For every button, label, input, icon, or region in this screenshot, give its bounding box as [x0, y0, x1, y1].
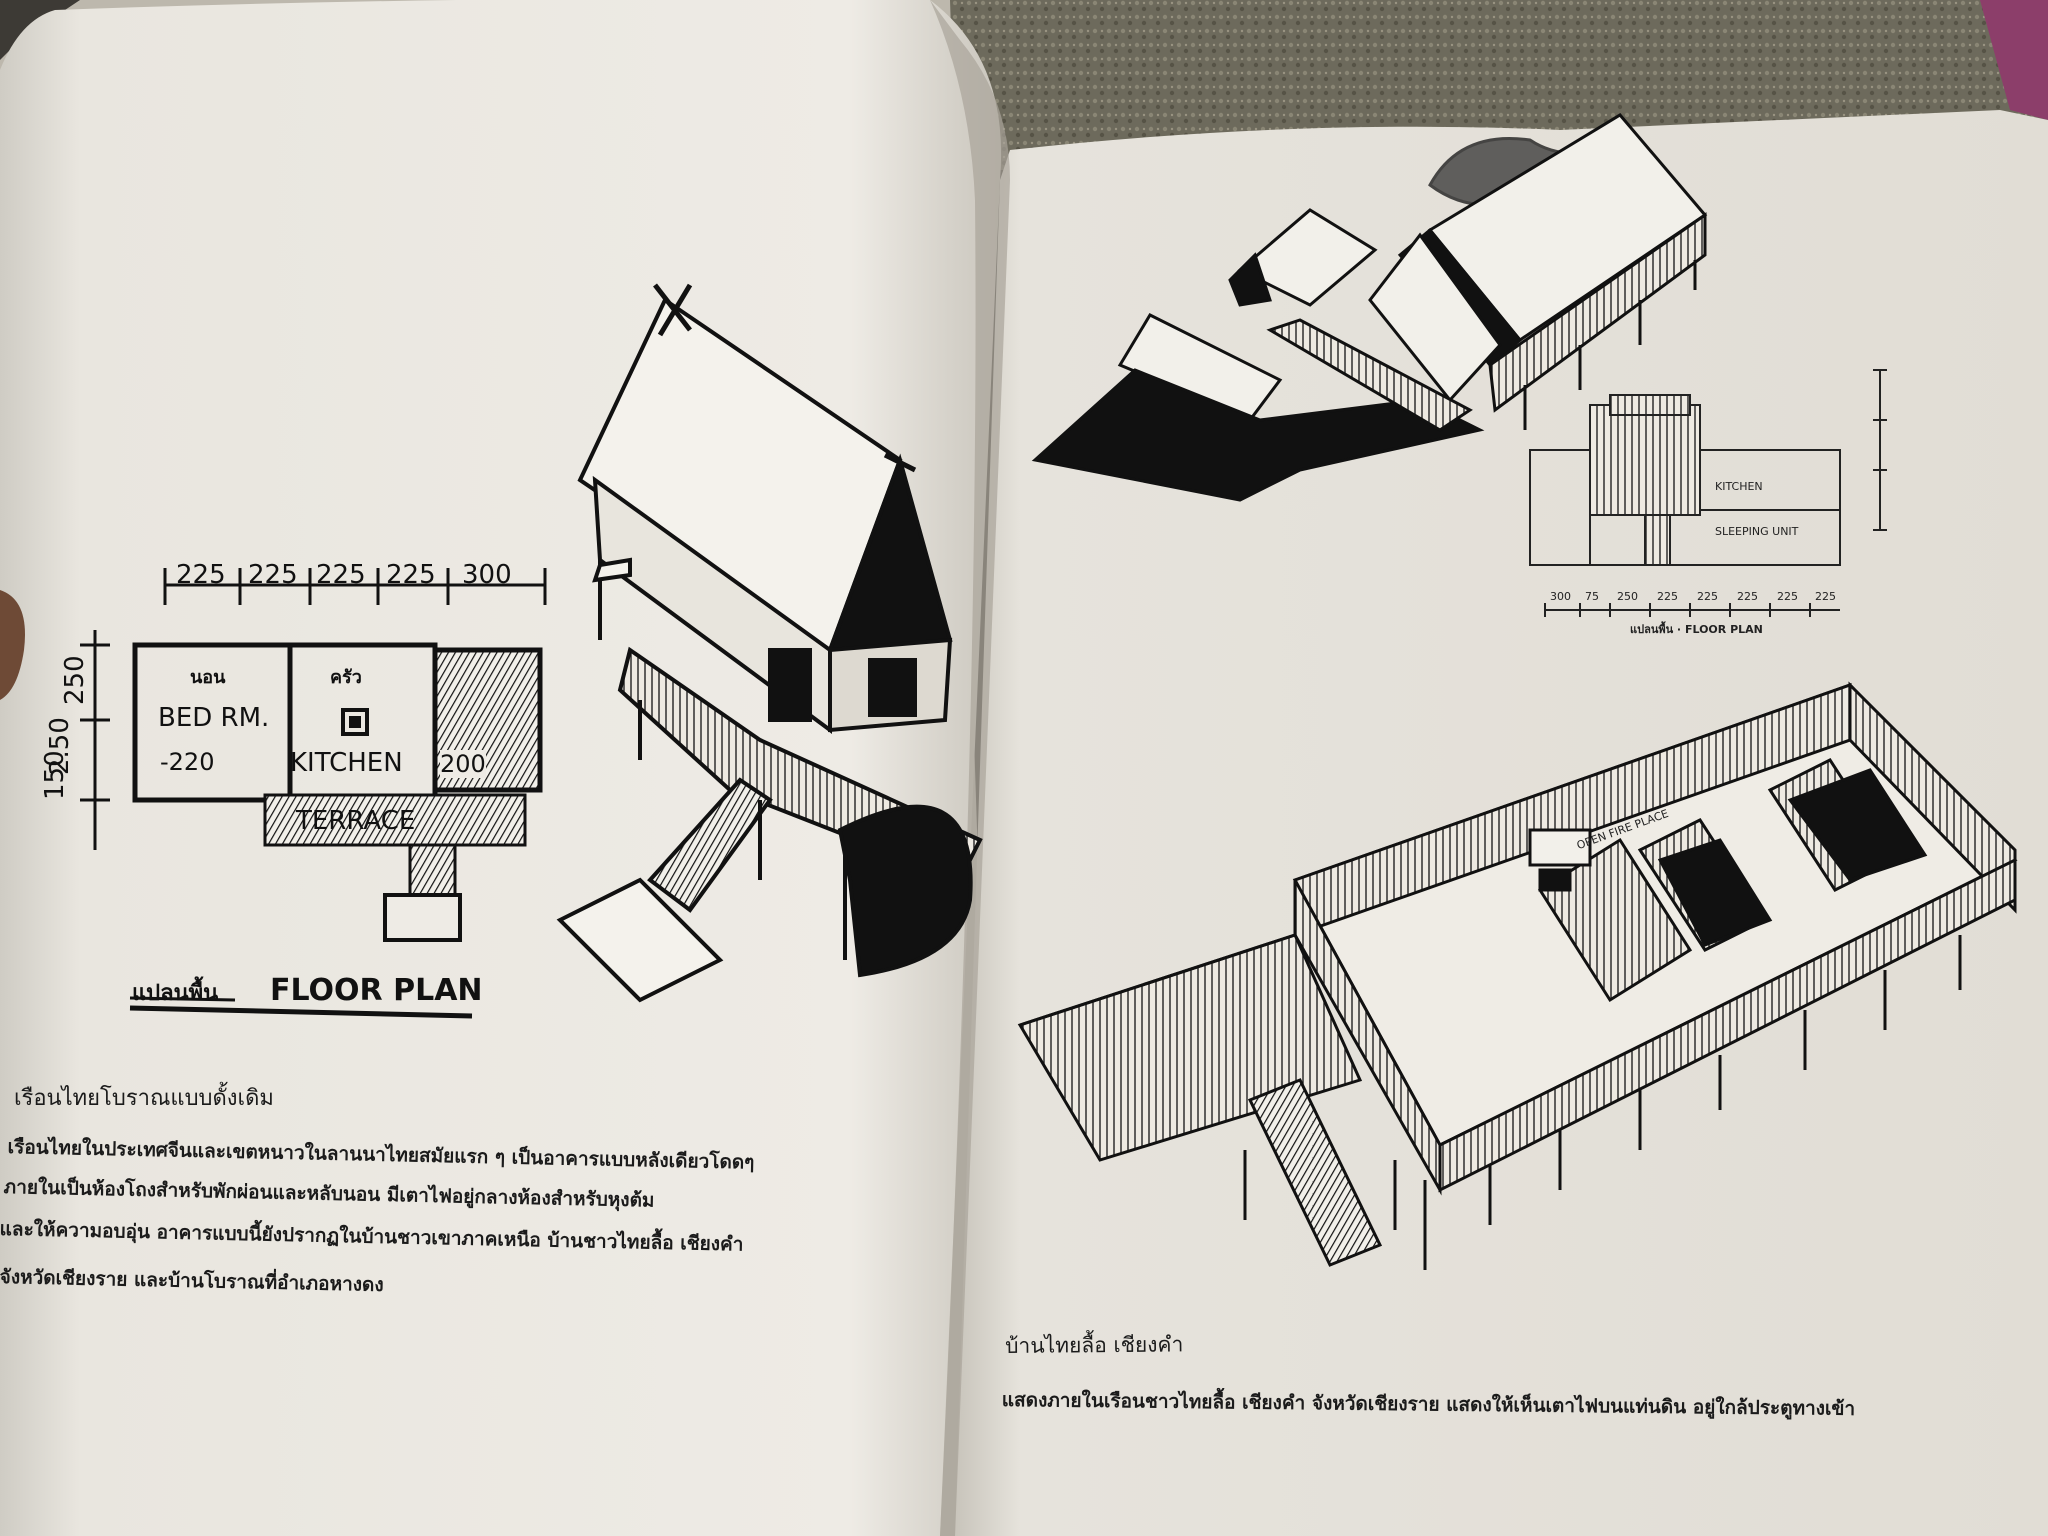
right-plan-dim-8: 225	[1815, 590, 1836, 603]
left-isometric-house	[556, 283, 983, 1003]
kitchen-size-label: 200	[440, 750, 486, 778]
dimension-top-3: 225	[316, 560, 366, 590]
kitchen-thai-label: ครัว	[330, 667, 362, 688]
terrace-label: TERRACE	[296, 806, 416, 836]
bedroom-thai-label: นอน	[190, 667, 226, 688]
floor-plan-caption-thai: แปลนพื้น	[132, 981, 219, 1006]
right-plan-caption: แปลนพื้น · FLOOR PLAN	[1630, 623, 1763, 636]
bedroom-size-label: -220	[160, 748, 215, 776]
plan-caption-underline	[129, 1005, 473, 1019]
right-plan-dim-5: 225	[1697, 590, 1718, 603]
right-plan-dim-6: 225	[1737, 590, 1758, 603]
dimension-side-2: 2.50	[45, 717, 75, 775]
thumb	[0, 590, 25, 700]
right-plan-kitchen-label: KITCHEN	[1715, 480, 1763, 493]
right-plan-dim-4: 225	[1657, 590, 1678, 603]
right-plan-dim-3: 250	[1617, 590, 1638, 603]
right-plan-dim-7: 225	[1777, 590, 1798, 603]
right-top-isometric	[1031, 113, 1708, 502]
right-plan-dim-1: 300	[1550, 590, 1571, 603]
dimension-top-2: 225	[248, 560, 298, 590]
dimension-top-1: 225	[176, 560, 226, 590]
dimension-side-3: 250	[60, 655, 90, 705]
right-heading: บ้านไทยลื้อ เชียงคำ	[1005, 1332, 1184, 1358]
right-interior-isometric	[1017, 681, 2018, 1270]
right-small-floor-plan	[1529, 369, 1887, 617]
floor-plan-caption: FLOOR PLAN	[270, 973, 483, 1008]
kitchen-label: KITCHEN	[290, 748, 403, 778]
left-floor-plan	[80, 568, 547, 942]
dimension-top-5: 300	[462, 560, 512, 590]
dimension-top-4: 225	[386, 560, 436, 590]
gutter-shadow	[930, 0, 1010, 1536]
left-heading: เรือนไทยโบราณแบบดั้งเดิม	[14, 1086, 274, 1111]
fabric-edge-right	[1980, 0, 2048, 120]
right-plan-sleeping-label: SLEEPING UNIT	[1715, 525, 1799, 538]
plan-caption-thai-underline	[129, 996, 236, 1002]
bedroom-label: BED RM.	[158, 703, 270, 733]
right-plan-dim-2: 75	[1585, 590, 1599, 603]
